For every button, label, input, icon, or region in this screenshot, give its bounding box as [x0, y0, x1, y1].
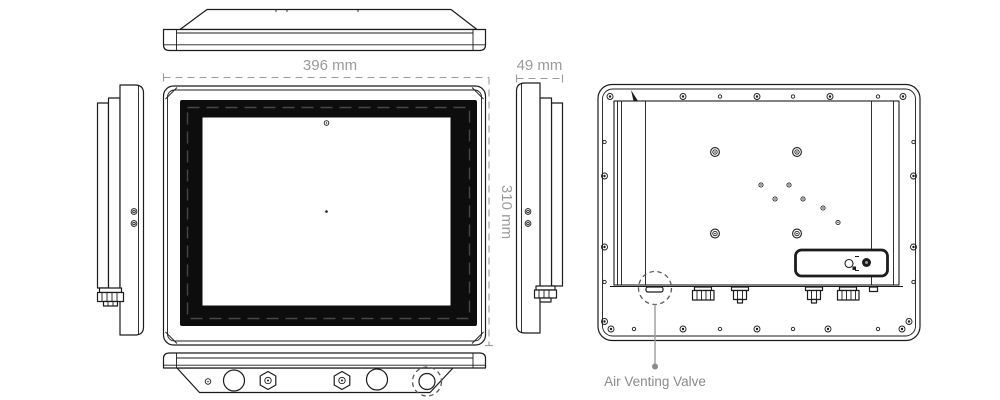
right-bezel-profile: [515, 82, 541, 334]
air-vent-label: Air Venting Valve: [604, 374, 706, 389]
bottom-bezel-outline: [162, 352, 487, 369]
screen-center-mark: [325, 210, 328, 213]
front-bezel-inner: [167, 89, 482, 342]
top-bezel-lines: [163, 29, 486, 51]
detail-highlight-circle: [411, 366, 443, 397]
drain-notch: [868, 286, 879, 293]
power-button-icon: [862, 258, 871, 267]
right-housing-slab-outer: [550, 102, 564, 287]
back-view: Air Venting Valve: [597, 83, 921, 389]
height-dimension-label: 310 mm: [498, 185, 515, 239]
right-cable-gland-icon: [533, 285, 558, 303]
dimension-depth: 49 mm: [515, 57, 564, 83]
bottom-connector-small-icon: [204, 378, 212, 385]
front-view: [162, 85, 487, 346]
corner-chamfer-marks: [165, 87, 484, 344]
air-venting-valve-icon: [645, 286, 664, 293]
left-housing-slab-outer: [96, 102, 110, 289]
connector-icon: [730, 286, 750, 304]
power-connector-plate: [794, 248, 889, 278]
back-bottom-hardware: [637, 270, 879, 306]
light-sensor-icon: [323, 120, 330, 126]
bottom-antenna-hex-icon: [259, 370, 277, 391]
bottom-housing-outline: [176, 367, 454, 394]
cable-gland-icon: [691, 286, 715, 301]
bottom-view: [162, 352, 487, 397]
bottom-connector-round-icon: [222, 369, 246, 392]
dimension-ticks: [515, 74, 564, 83]
depth-dimension-label: 49 mm: [517, 57, 563, 74]
power-jack-icon: [844, 256, 859, 271]
top-housing-outline: [179, 8, 478, 31]
dimension-height: 310 mm: [485, 77, 515, 347]
screen-cutout-hidden-line: [186, 106, 471, 320]
top-seam-marks: [275, 9, 359, 12]
dimension-width: 396 mm: [162, 57, 489, 82]
bottom-connector-round-icon: [365, 368, 389, 391]
cable-gland-icon: [836, 286, 860, 301]
left-cable-gland-icon: [96, 287, 125, 307]
left-housing-slab-inner: [107, 97, 121, 296]
air-vent-callout: Air Venting Valve: [604, 304, 706, 389]
bottom-vent-valve-icon: [418, 372, 436, 391]
leader-dot: [652, 363, 658, 370]
corner-wedge-mark: [631, 90, 638, 101]
connector-icon: [804, 286, 824, 304]
right-housing-slab-inner: [539, 97, 553, 294]
width-dimension-label: 396 mm: [303, 57, 357, 74]
top-view: [162, 8, 487, 52]
right-side-view: [515, 82, 564, 334]
bottom-antenna-hex-icon: [333, 370, 351, 391]
bottom-bezel-lines: [163, 353, 486, 368]
back-cover-inner: [602, 88, 916, 337]
left-side-view: [96, 84, 145, 336]
